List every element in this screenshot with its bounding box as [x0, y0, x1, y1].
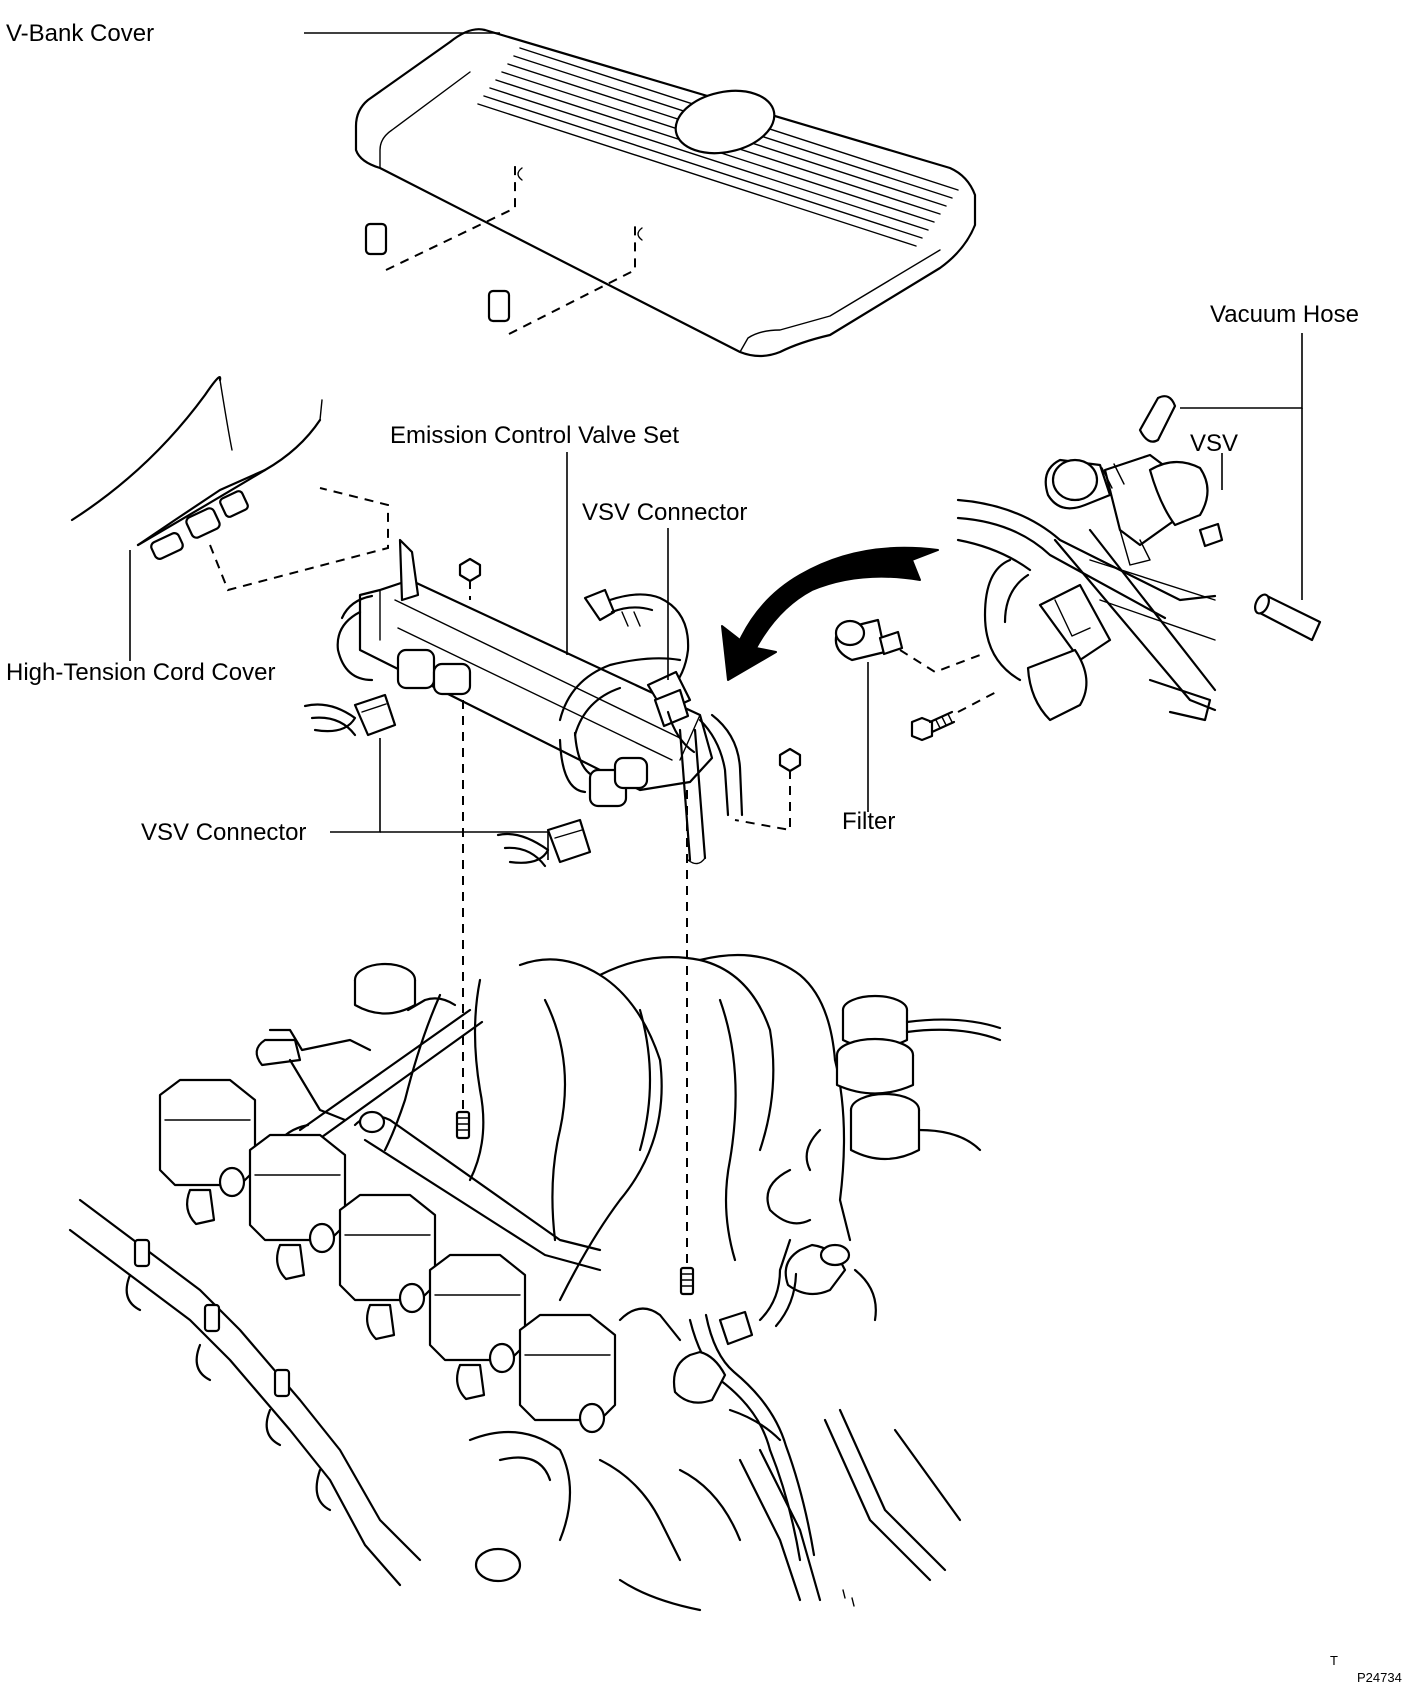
emission-control-valve-set-illustration — [336, 538, 802, 865]
vacuum-hose-leader-a — [1180, 333, 1303, 409]
v-bank-cover-label: V-Bank Cover — [6, 20, 154, 47]
figure-code: P24734 — [1357, 1670, 1402, 1685]
vsv-connector-top-label: VSV Connector — [582, 499, 747, 526]
figure-code-prefix: T — [1330, 1653, 1338, 1668]
high-tension-cord-cover-label: High-Tension Cord Cover — [6, 659, 275, 686]
vsv-assembly-illustration — [956, 395, 1322, 722]
emission-control-valve-set-label: Emission Control Valve Set — [390, 422, 679, 449]
vsv-label: VSV — [1190, 430, 1238, 457]
vsv-connector-lower-illustration — [303, 693, 592, 868]
mounting-stud-left — [455, 1110, 471, 1140]
vsv-connector-bottom-leader-a — [330, 738, 381, 833]
filter-illustration — [834, 618, 981, 674]
filter-label: Filter — [842, 808, 895, 835]
vsv-connector-bottom-label: VSV Connector — [141, 819, 306, 846]
bolt-illustration — [910, 689, 1001, 742]
vacuum-hose-label: Vacuum Hose — [1210, 301, 1359, 328]
v-bank-cover-illustration — [354, 28, 977, 358]
engine-illustration — [68, 953, 1002, 1612]
vsv-connector-upper-illustration — [646, 670, 696, 754]
install-direction-arrow — [721, 546, 939, 681]
high-tension-cord-cover-illustration — [70, 376, 389, 592]
vsv-connector-bottom-leader-b — [380, 831, 549, 860]
mounting-stud-right — [679, 1266, 695, 1296]
